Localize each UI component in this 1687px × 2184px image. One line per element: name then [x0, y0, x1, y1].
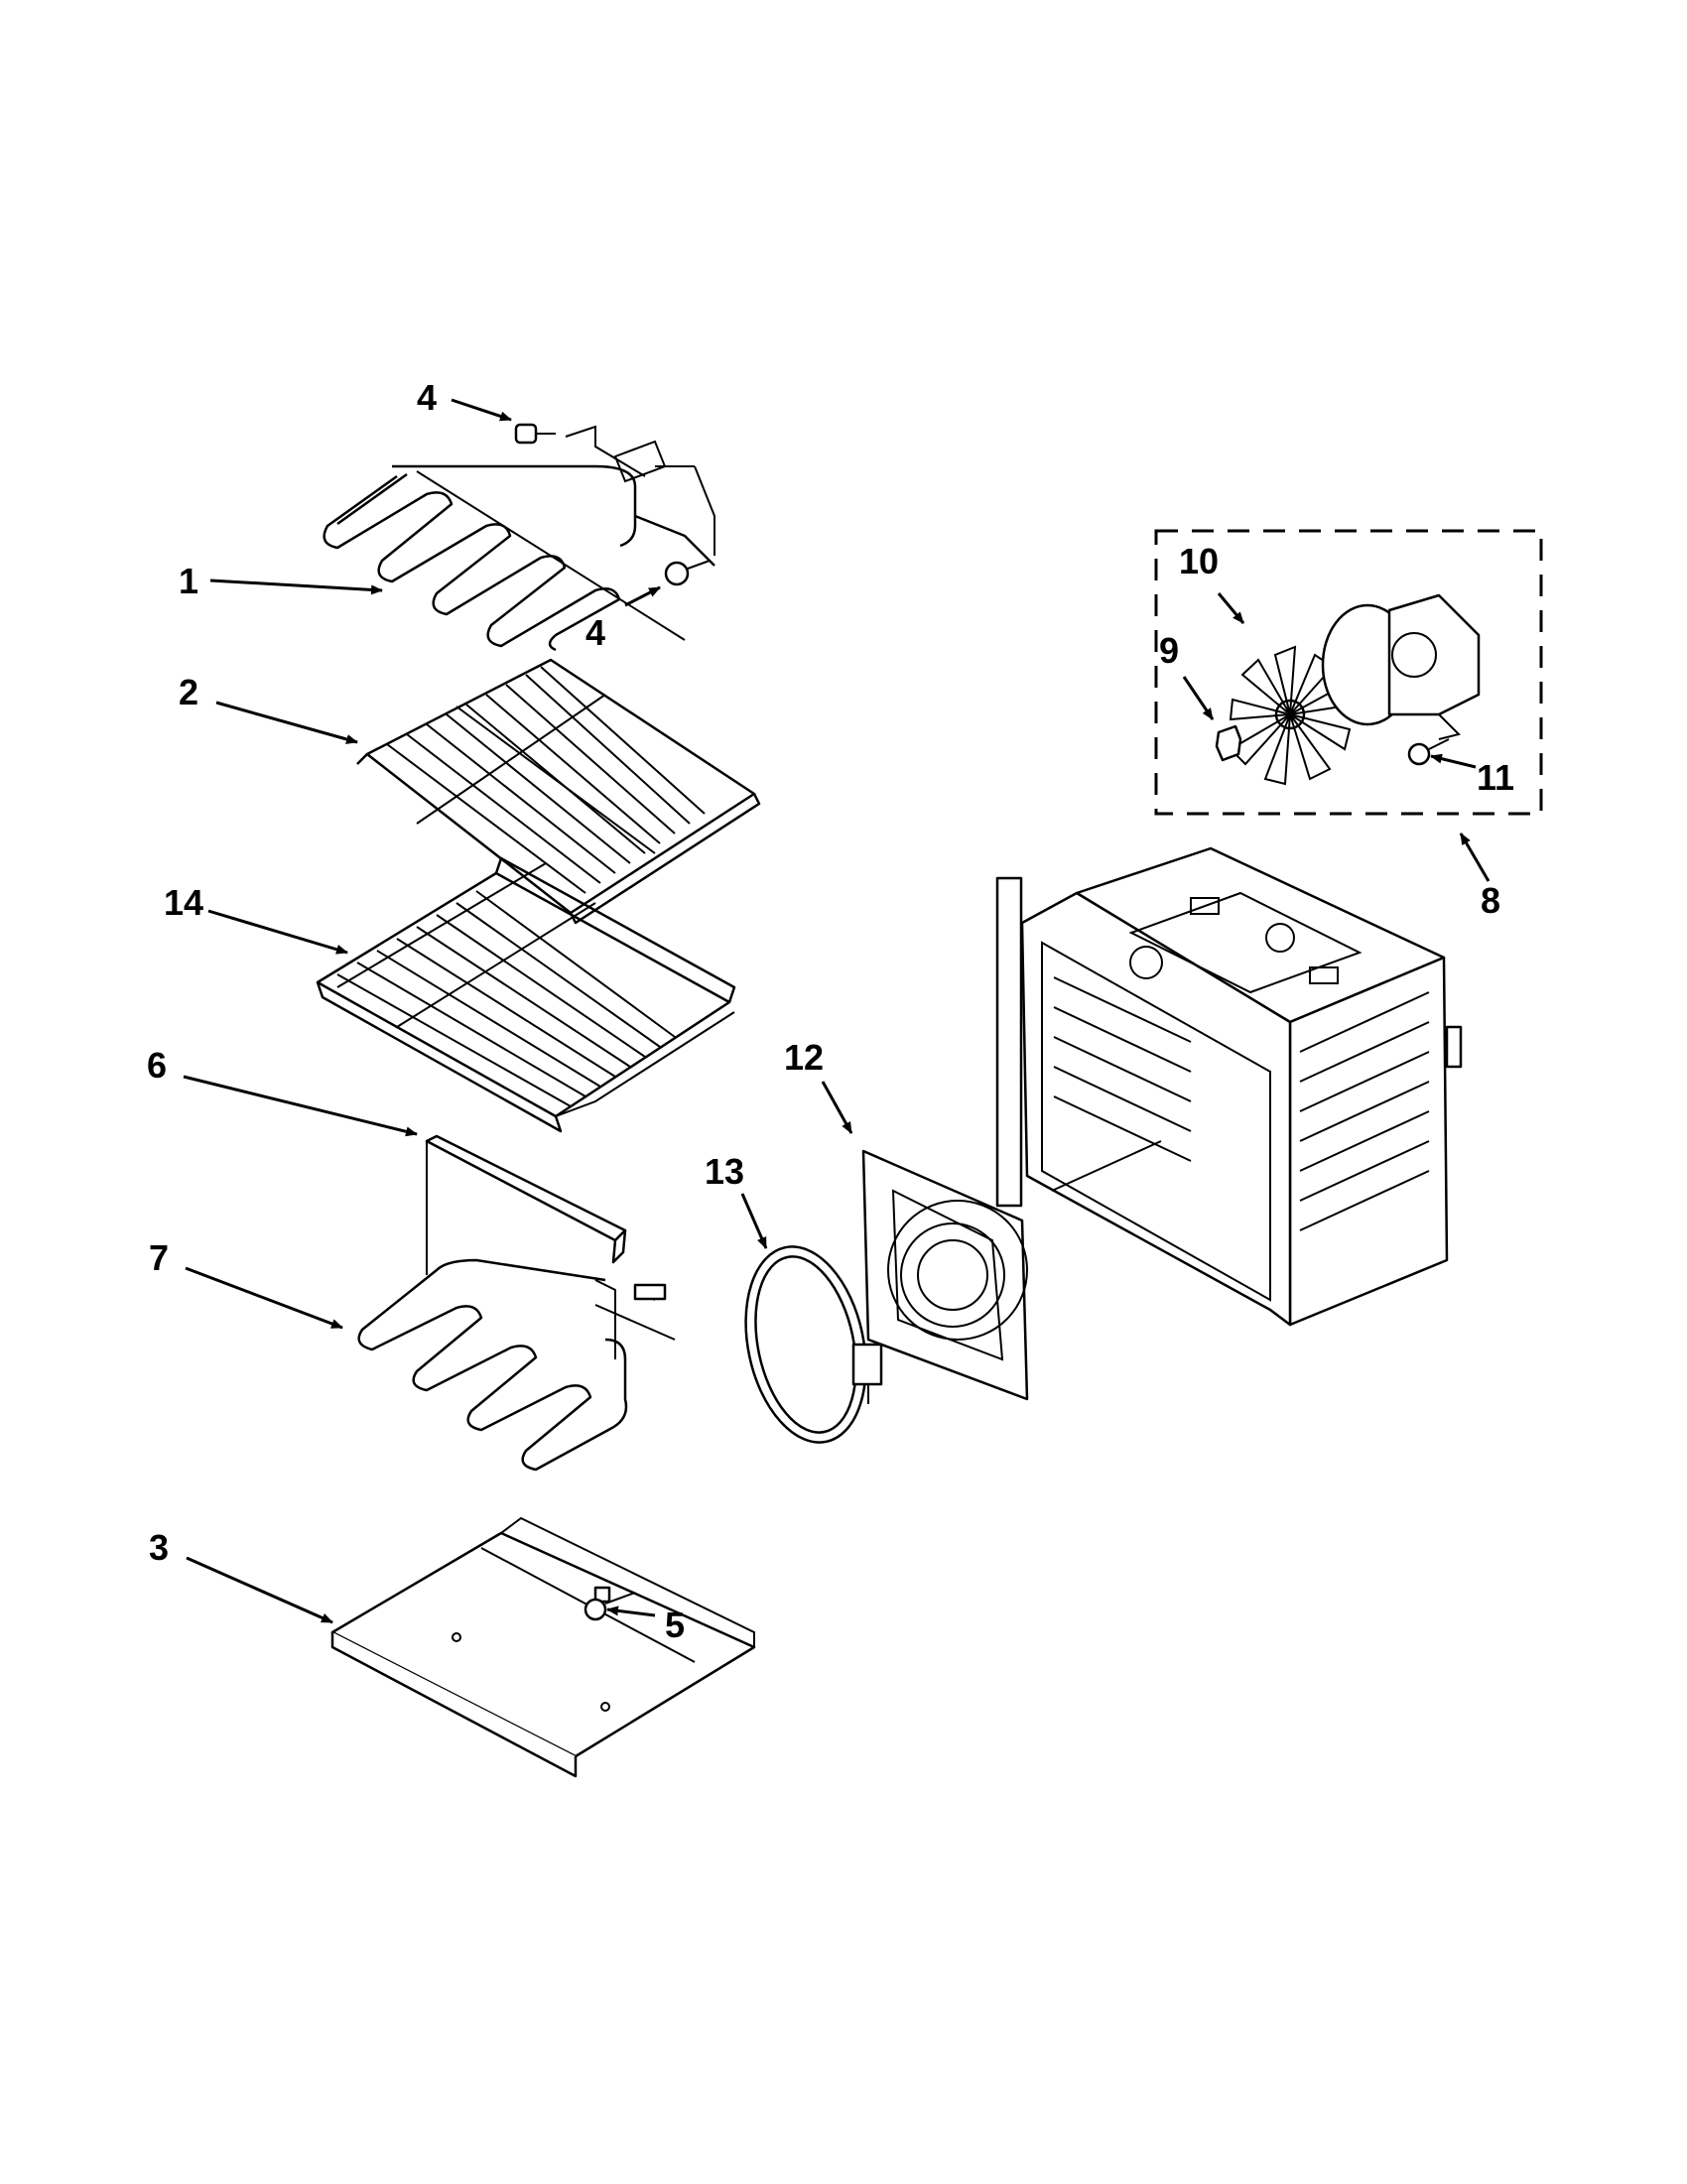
convection-element-icon [744, 1245, 883, 1444]
callout-4-top: 4 [417, 377, 437, 418]
callout-3: 3 [149, 1527, 169, 1568]
bake-element-cover-icon [425, 1134, 627, 1275]
fan-nut-icon [1215, 724, 1242, 762]
convection-cover-icon [861, 1149, 1029, 1401]
callout-2: 2 [179, 672, 198, 712]
convection-fan-assembly-icon [1154, 529, 1543, 816]
callout-14: 14 [164, 882, 203, 923]
roll-out-rack-icon [316, 856, 736, 1133]
screw-icon [1407, 738, 1450, 766]
bake-element-icon [357, 1258, 676, 1472]
callout-6: 6 [147, 1045, 167, 1086]
callout-5: 5 [665, 1605, 685, 1645]
callout-11: 11 [1477, 757, 1514, 798]
oven-cavity-icon [995, 846, 1463, 1327]
oven-rack-icon [356, 658, 761, 925]
callout-8: 8 [1481, 880, 1500, 921]
screw-icon [584, 1592, 636, 1621]
callout-12: 12 [784, 1037, 824, 1078]
callout-7: 7 [149, 1237, 169, 1278]
bottom-panel-icon [330, 1516, 756, 1778]
broil-element-icon [323, 425, 715, 652]
callout-1: 1 [179, 561, 198, 601]
callout-9: 9 [1159, 630, 1179, 671]
callout-leaders [183, 398, 1491, 1624]
callout-10: 10 [1179, 541, 1219, 581]
callout-13: 13 [705, 1151, 744, 1192]
callout-4-bottom: 4 [585, 612, 605, 653]
screw-icon [514, 423, 711, 586]
fan-motor-icon [1321, 593, 1481, 740]
callout-labels: 1 2 3 4 4 5 6 7 8 9 10 11 12 13 14 [147, 377, 1514, 1645]
